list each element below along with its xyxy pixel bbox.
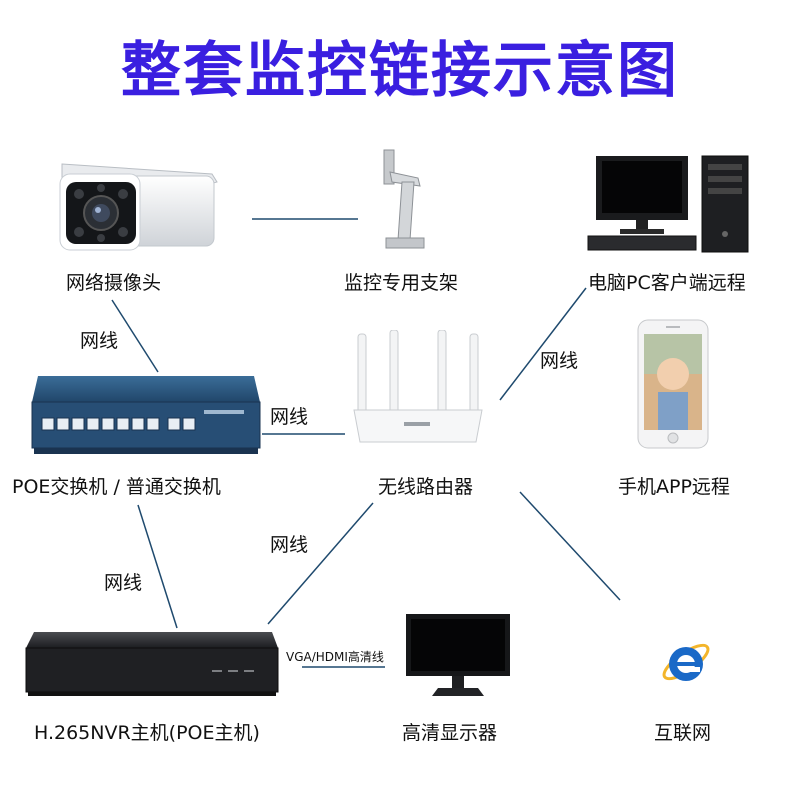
cable-label-nvr-monitor: VGA/HDMI高清线 xyxy=(286,650,384,664)
line-switch-nvr xyxy=(137,504,178,629)
nvr-image xyxy=(25,632,279,696)
phone-image xyxy=(637,319,709,449)
cable-label-router-pc: 网线 xyxy=(540,350,579,372)
bracket-image xyxy=(383,149,425,249)
cable-label-camera-switch: 网线 xyxy=(80,330,119,352)
cable-label-router-nvr: 网线 xyxy=(270,534,309,556)
line-router-pc xyxy=(499,287,587,401)
switch-image xyxy=(31,376,261,454)
bracket-label: 监控专用支架 xyxy=(344,272,459,294)
line-router-internet xyxy=(519,491,621,601)
line-router-nvr xyxy=(267,502,374,625)
cable-label-switch-nvr: 网线 xyxy=(104,572,143,594)
diagram-title: 整套监控链接示意图 xyxy=(121,36,679,106)
cable-label-switch-router: 网线 xyxy=(270,406,309,428)
line-camera-switch xyxy=(111,299,159,373)
internet-label: 互联网 xyxy=(654,722,712,744)
switch-label: POE交换机 / 普通交换机 xyxy=(12,476,221,498)
router-label: 无线路由器 xyxy=(378,476,474,498)
pc-label: 电脑PC客户端远程 xyxy=(588,272,746,294)
internet-explorer-icon xyxy=(662,643,710,681)
nvr-label: H.265NVR主机(POE主机) xyxy=(34,722,260,744)
router-image xyxy=(353,330,483,443)
camera-image xyxy=(59,163,218,251)
phone-label: 手机APP远程 xyxy=(618,476,730,498)
pc-image xyxy=(587,155,749,253)
monitor-label: 高清显示器 xyxy=(402,722,498,744)
camera-label: 网络摄像头 xyxy=(66,272,162,294)
monitor-image xyxy=(406,614,510,696)
